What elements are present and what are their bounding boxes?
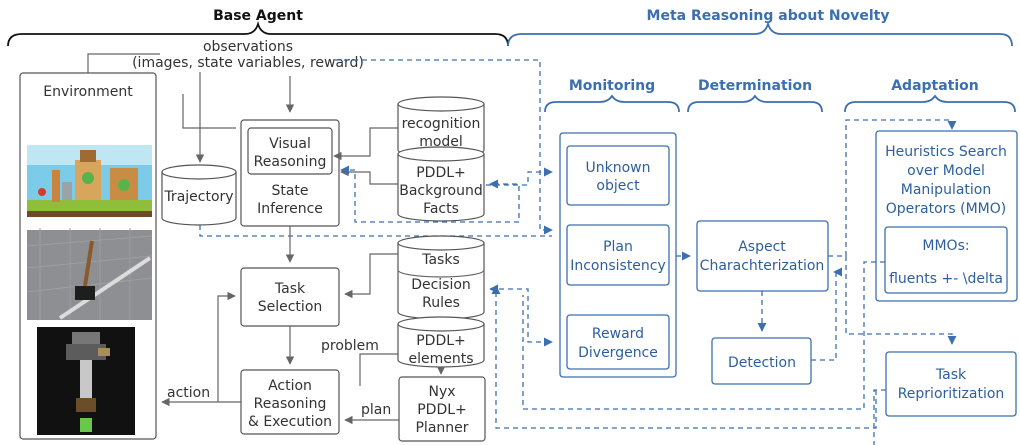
observations-env-line [87,53,160,73]
trajectory-aux-line [182,94,236,129]
action-reasoning-line1: Action [268,378,312,394]
action-reasoning-line3: & Execution [248,414,332,430]
angry-birds-game-scene [27,145,152,217]
task-reprioritization-line2: Reprioritization [898,386,1005,402]
plan-inconsistency-line2: Inconsistency [570,258,666,274]
decision-rules-line2: Rules [422,295,460,311]
recognition-model-store: recognition model [397,96,485,158]
observations-to-monitoring [335,59,553,235]
problem-label: problem [321,338,379,354]
reprioritization-to-tasks-arrow [491,285,877,429]
meta-reasoning-brace [507,20,1013,47]
detection-to-aspect-link [811,267,843,361]
task-reprioritization-line1: Task [935,367,967,383]
recognition-to-visual-arrow [333,127,398,161]
unknown-object-line1: Unknown [586,160,651,176]
pddl-elements-line2: elements [408,351,473,367]
reprioritization-feedback-link [873,389,886,445]
plan-inconsistency-box [566,224,670,286]
recognition-model-line2: model [419,134,463,150]
environment-title: Environment [43,84,133,100]
state-inference-line1: State [271,183,308,199]
meta-reasoning-header: Meta Reasoning about Novelty [647,8,890,24]
reward-divergence-line2: Divergence [578,345,658,361]
base-agent-brace [7,20,509,47]
planner-line2: PDDL+ [417,402,467,418]
mmos-line2: fluents +- \delta [889,271,1003,287]
heuristics-line4: Operators (MMO) [886,201,1007,217]
monitoring-brace [544,94,680,113]
base-agent-header: Base Agent [213,8,303,24]
reward-divergence-box [566,314,670,370]
plan-inconsistency-line1: Plan [603,239,633,255]
task-reprioritization-box [885,351,1017,417]
action-feedback-arrow [217,291,236,402]
background-to-unknown-link [486,167,553,186]
mmo-to-decision-rules-link [522,261,885,410]
pddl-background-line3: Facts [423,201,459,217]
trajectory-to-monitoring [199,225,552,237]
pddl-elements-line1: PDDL+ [416,333,466,349]
mmos-box [884,226,1008,294]
adaptation-header: Adaptation [891,78,979,94]
background-to-state-arrow [340,167,398,185]
aspect-line1: Aspect [738,239,786,255]
tasks-to-selection-arrow [344,253,398,299]
unknown-object-box [566,145,670,206]
visual-reasoning-line2: Reasoning [254,154,327,170]
cartpole-scene [26,228,153,320]
recognition-model-line1: recognition [402,116,481,132]
determination-header: Determination [698,78,812,94]
mmos-line1: MMOs: [922,238,969,254]
nyx-planner-box [398,376,486,442]
adaptation-brace [844,94,1016,113]
reward-divergence-line1: Reward [592,326,644,342]
heuristics-line1: Heuristics Search [885,144,1007,160]
detection-box [711,337,812,385]
trajectory-store: Trajectory [161,164,237,226]
background-model-update-link [340,165,520,223]
unknown-object-line2: object [596,178,640,194]
determination-brace [687,94,823,113]
monitoring-header: Monitoring [569,78,655,94]
heuristics-line2: over Model [907,163,985,179]
pddl-background-store: PDDL+ Background Facts [397,146,485,222]
detection-label: Detection [728,355,796,371]
task-selection-line2: Selection [258,299,323,315]
pddl-background-line2: Background [399,183,483,199]
planner-line3: Planner [415,420,468,436]
aspect-characterization-box [696,220,829,292]
state-inference-line2: Inference [257,201,323,217]
heuristics-line3: Manipulation [901,182,991,198]
aspect-line2: Charachterization [700,258,825,274]
trajectory-label: Trajectory [163,189,233,205]
decision-rules-line1: Decision [411,277,471,293]
plan-label: plan [361,402,391,418]
block-tower-scene [37,327,135,435]
visual-reasoning-line1: Visual [269,136,311,152]
visual-reasoning-box [247,127,333,175]
observations-label: observations [203,39,293,55]
rules-to-reward-link [489,284,553,347]
pddl-background-line1: PDDL+ [416,165,466,181]
tasks-rules-store: Tasks Decision Rules [397,235,485,320]
planner-line1: Nyx [428,384,455,400]
observations-detail: (images, state variables, reward) [132,55,364,71]
aspect-to-reprioritization-arrow [845,256,957,345]
pddl-elements-store: PDDL+ elements [397,316,485,368]
task-selection-line1: Task [274,281,306,297]
action-reasoning-line2: Reasoning [254,396,327,412]
action-label: action [167,385,210,401]
problem-line [359,353,398,386]
task-selection-box [240,267,340,327]
tasks-label: Tasks [421,252,460,268]
aspect-to-heuristics-arrow [828,119,957,257]
